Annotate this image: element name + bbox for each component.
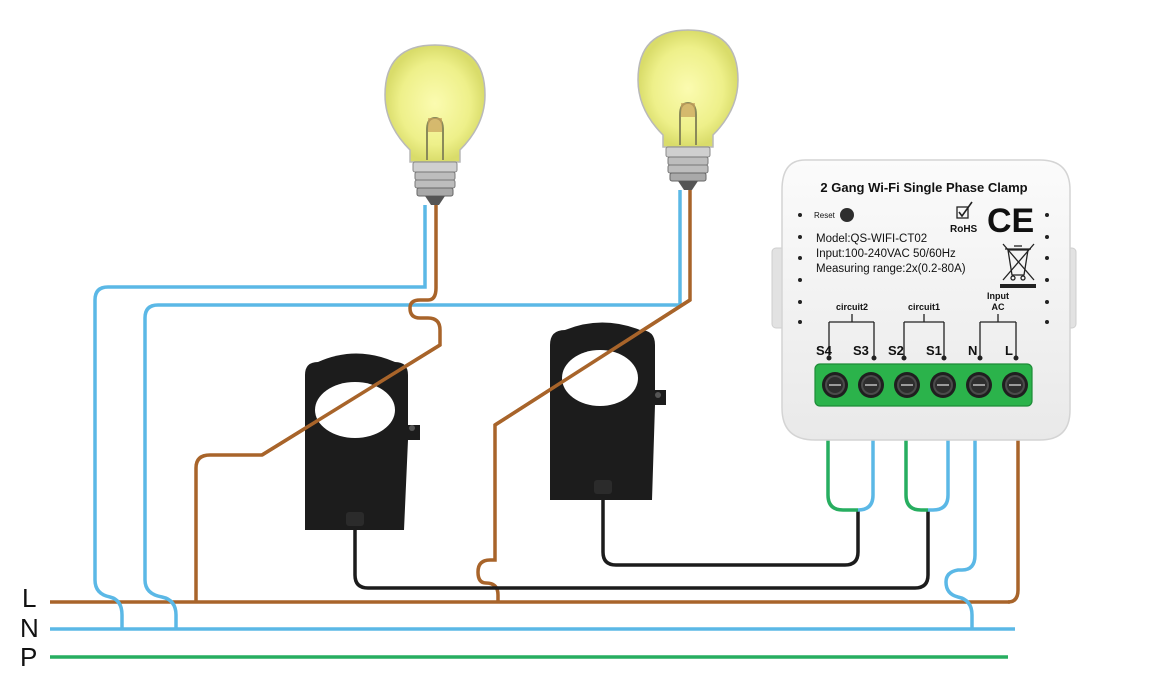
neutral-wire-device bbox=[944, 418, 977, 629]
clamp-leads bbox=[353, 495, 930, 590]
ct-lead-s1 bbox=[928, 440, 950, 512]
terminal-label-l: L bbox=[1005, 343, 1013, 358]
supply-lines bbox=[50, 600, 1015, 659]
live-wire-bulb1 bbox=[194, 205, 442, 602]
model-text: Model:QS-WIFI-CT02 bbox=[816, 233, 927, 245]
neutral-wire-bulb1 bbox=[93, 205, 427, 629]
live-wire-device bbox=[1007, 418, 1020, 604]
group-label-circuit2: circuit2 bbox=[836, 302, 868, 312]
ct-lead-s4 bbox=[826, 440, 858, 512]
reset-label: Reset bbox=[814, 211, 836, 220]
weee-bar bbox=[1000, 284, 1036, 288]
smart-clamp-device: 2 Gang Wi-Fi Single Phase Clamp Reset Ro… bbox=[771, 159, 1077, 441]
clamp-icon bbox=[305, 353, 420, 530]
group-label-circuit1: circuit1 bbox=[908, 302, 940, 312]
measuring-range-text: Measuring range:2x(0.2-80A) bbox=[816, 263, 966, 275]
terminal-brackets bbox=[828, 314, 1017, 358]
device-title: 2 Gang Wi-Fi Single Phase Clamp bbox=[820, 180, 1027, 195]
terminal-label-n: N bbox=[968, 343, 977, 358]
terminal-label-s1: S1 bbox=[926, 343, 942, 358]
neutral-wire-bulb2 bbox=[143, 190, 682, 629]
line-label-P: P bbox=[20, 642, 37, 672]
clamp1-lead bbox=[353, 510, 930, 590]
ct-leads bbox=[826, 440, 950, 512]
rohs-icon: RoHS bbox=[950, 201, 978, 235]
line-label-N: N bbox=[20, 613, 39, 643]
ct-lead-s3 bbox=[857, 440, 875, 512]
line-label-L: L bbox=[22, 583, 36, 613]
reset-button-icon[interactable] bbox=[840, 208, 854, 222]
group-label-ac: AC bbox=[992, 302, 1005, 312]
terminal-label-s4: S4 bbox=[816, 343, 833, 358]
rohs-label: RoHS bbox=[950, 224, 978, 235]
live-pass-clamp2 bbox=[494, 298, 691, 427]
terminal-screws bbox=[822, 372, 1028, 398]
terminal-label-s2: S2 bbox=[888, 343, 904, 358]
live-pass-clamp1 bbox=[261, 343, 441, 457]
clamp-icon bbox=[550, 322, 666, 500]
terminal-label-s3: S3 bbox=[853, 343, 869, 358]
weee-bin-icon bbox=[1002, 243, 1035, 281]
clamp2-lead bbox=[601, 495, 860, 567]
bulb-icon bbox=[384, 44, 486, 205]
input-text: Input:100-240VAC 50/60Hz bbox=[816, 248, 956, 260]
group-label-input: Input bbox=[987, 291, 1009, 301]
bulb-icon bbox=[637, 29, 739, 190]
ct-lead-s2 bbox=[904, 440, 928, 512]
ce-icon: CE bbox=[987, 202, 1034, 240]
neutral-wires bbox=[93, 190, 977, 629]
